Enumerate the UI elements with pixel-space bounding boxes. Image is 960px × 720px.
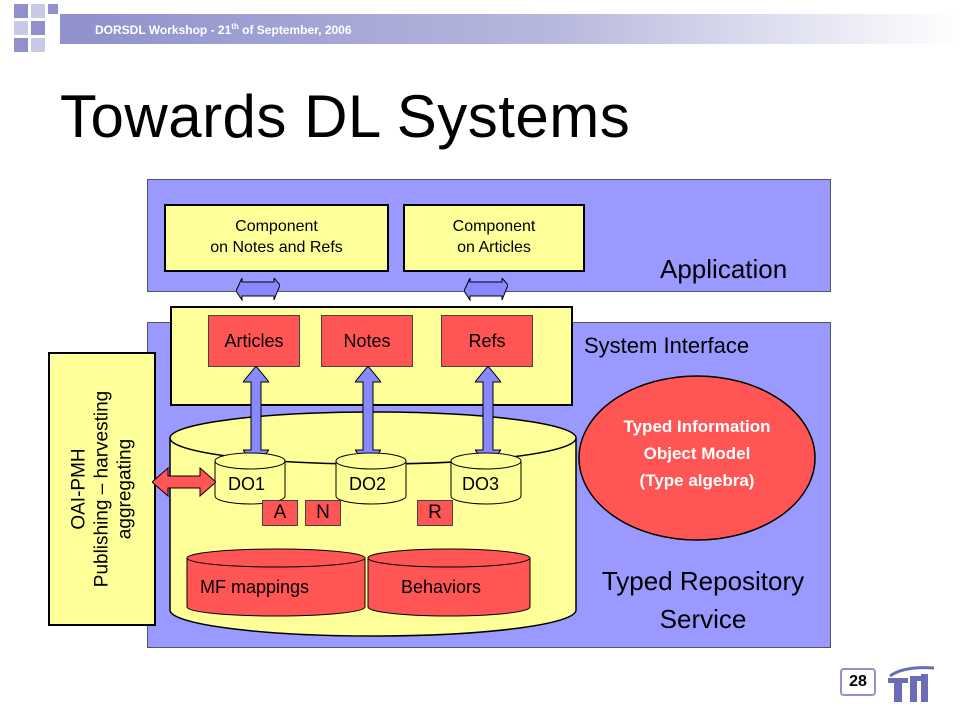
oai-pmh-line1: OAI-PMH <box>68 448 90 530</box>
type-model-ellipse <box>578 375 816 541</box>
arrow-notes-do2 <box>355 366 381 466</box>
tag-a: A <box>262 500 298 526</box>
do2-label: DO2 <box>349 474 387 494</box>
type-model-line1: Typed Information <box>623 417 771 436</box>
logo-icon <box>888 666 935 702</box>
do2-cylinder <box>335 452 407 505</box>
tag-n: N <box>305 500 341 526</box>
articles-box: Articles <box>208 315 300 367</box>
oai-pmh-line3: aggregating <box>114 438 136 540</box>
refs-box: Refs <box>441 315 533 367</box>
oai-arrow <box>152 467 216 497</box>
oai-pmh-text: OAI-PMH Publishing – harvesting aggregat… <box>68 354 137 624</box>
component-notes-refs: Component on Notes and Refs <box>164 204 389 272</box>
do3-cylinder <box>450 452 522 505</box>
notes-box: Notes <box>321 315 413 367</box>
repository-service-label: Typed Repository Service <box>576 562 830 638</box>
component-notes-refs-line2: on Notes and Refs <box>210 239 343 256</box>
type-model-text: Typed Information Object Model (Type alg… <box>577 413 817 494</box>
tag-r: R <box>417 500 453 526</box>
system-interface-label: System Interface <box>584 333 750 358</box>
behaviors-cylinder <box>367 548 531 617</box>
component-articles: Component on Articles <box>403 204 585 272</box>
oai-pmh-box <box>48 352 156 626</box>
behaviors-label: Behaviors <box>401 577 482 597</box>
header-workshop-text: DORSDL Workshop - 21th of September, 200… <box>95 22 352 37</box>
component-notes-refs-line1: Component <box>235 218 318 235</box>
component-articles-line2: on Articles <box>457 239 531 256</box>
connector-arrow-right <box>464 278 508 302</box>
connector-arrow-left <box>236 278 280 302</box>
page-title: Towards DL Systems <box>60 83 631 150</box>
do3-label: DO3 <box>462 474 500 494</box>
arrow-refs-do3 <box>475 366 501 466</box>
type-model-line3: (Type algebra) <box>639 471 755 490</box>
arrow-articles-do1 <box>243 366 269 466</box>
page-number: 28 <box>840 668 876 696</box>
repository-service-line2: Service <box>659 604 747 634</box>
application-label: Application <box>660 254 788 284</box>
mf-mappings-label: MF mappings <box>200 577 310 597</box>
do1-cylinder <box>214 452 286 505</box>
mf-mappings-cylinder <box>186 548 366 617</box>
oai-pmh-line2: Publishing – harvesting <box>91 390 113 588</box>
do1-label: DO1 <box>228 474 266 494</box>
type-model-line2: Object Model <box>643 444 751 463</box>
repository-service-line1: Typed Repository <box>601 566 805 596</box>
header-bar <box>60 14 960 44</box>
component-articles-line1: Component <box>452 218 536 235</box>
